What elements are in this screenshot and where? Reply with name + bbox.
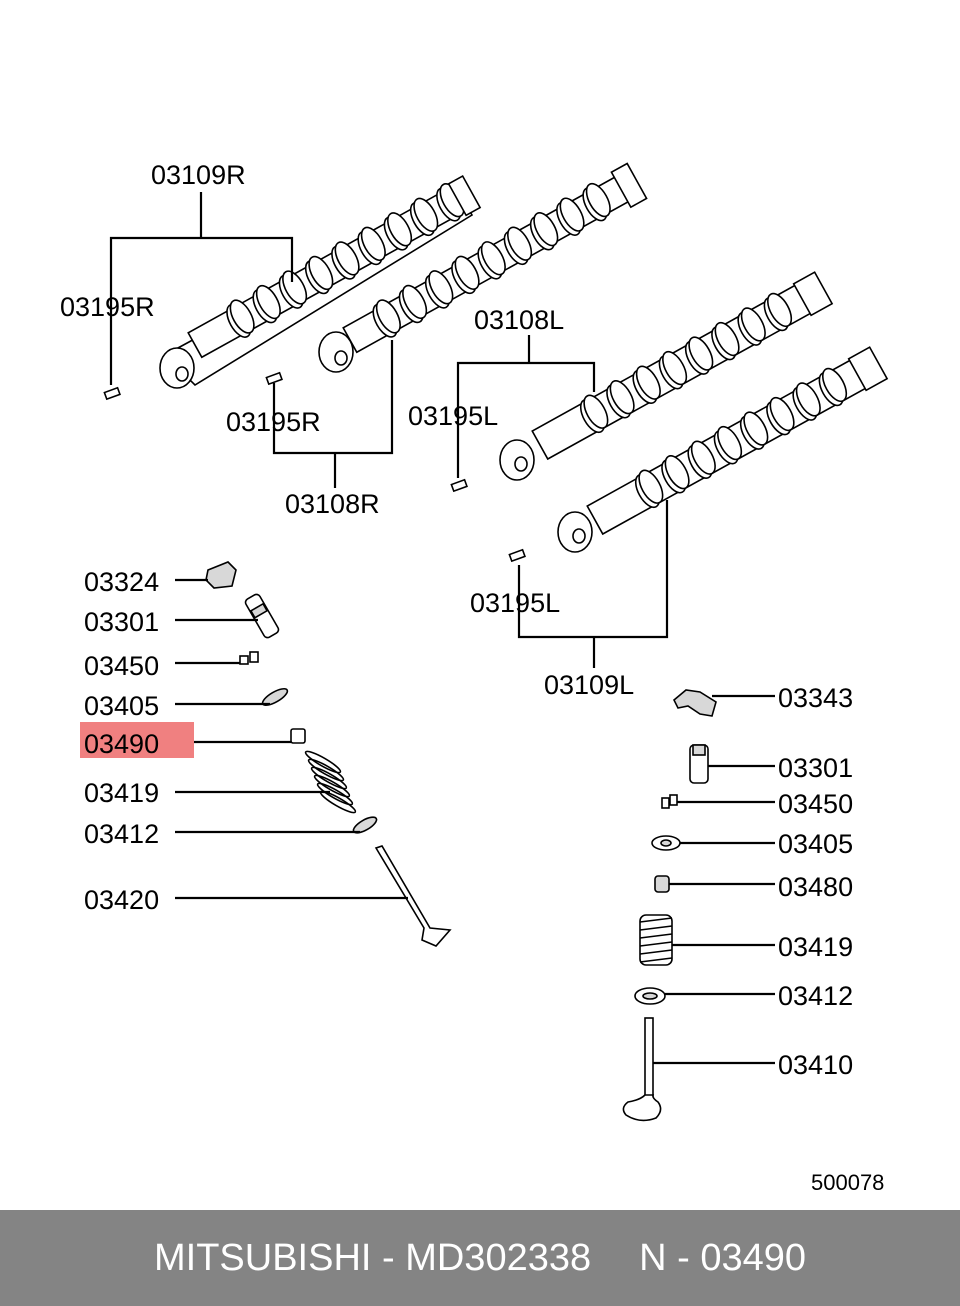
right-valve-parts — [622, 689, 717, 1122]
label-pin-r-left[interactable]: 03195R — [60, 292, 155, 322]
label-left-03412[interactable]: 03412 — [84, 819, 159, 849]
label-right-03450[interactable]: 03450 — [778, 789, 853, 819]
camshaft-03109R — [159, 174, 482, 389]
label-cam-l-top[interactable]: 03108L — [474, 305, 564, 335]
label-left-03490[interactable]: 03490 — [84, 729, 159, 759]
leaders-top — [109, 192, 669, 668]
label-pin-l-top[interactable]: 03195L — [408, 401, 498, 431]
pin-03195R-mid — [265, 371, 283, 386]
leaders-left — [175, 578, 408, 900]
label-left-03450[interactable]: 03450 — [84, 651, 159, 681]
label-left-03301[interactable]: 03301 — [84, 607, 159, 637]
parts-diagram: 03109R 03195R 03195R 03108R 03108L 03195… — [60, 160, 889, 1195]
diagram-number: 500078 — [811, 1170, 884, 1195]
label-cam-l-bottom[interactable]: 03109L — [544, 670, 634, 700]
leaders-right — [653, 694, 775, 1065]
footer-brand-part: MITSUBISHI - MD302338 — [153, 1236, 592, 1279]
camshaft-03108R — [318, 162, 648, 373]
footer-bar: MITSUBISHI - MD302338 N - 03490 — [0, 1210, 960, 1306]
label-left-03419[interactable]: 03419 — [84, 778, 159, 808]
label-right-03480[interactable]: 03480 — [778, 872, 853, 902]
label-left-03405[interactable]: 03405 — [84, 691, 159, 721]
pin-03195L-bottom — [508, 548, 526, 563]
label-cam-r-top[interactable]: 03109R — [151, 160, 246, 190]
label-pin-r-mid[interactable]: 03195R — [226, 407, 321, 437]
footer-ref: N - 03490 — [639, 1236, 807, 1279]
label-left-03420[interactable]: 03420 — [84, 885, 159, 915]
highlight-box — [80, 722, 194, 758]
label-right-03405[interactable]: 03405 — [778, 829, 853, 859]
label-right-03412[interactable]: 03412 — [778, 981, 853, 1011]
label-right-03410[interactable]: 03410 — [778, 1050, 853, 1080]
label-right-03419[interactable]: 03419 — [778, 932, 853, 962]
label-cam-r-bottom[interactable]: 03108R — [285, 489, 380, 519]
label-right-03301[interactable]: 03301 — [778, 753, 853, 783]
label-right-03343[interactable]: 03343 — [778, 683, 853, 713]
label-left-03324[interactable]: 03324 — [84, 567, 159, 597]
label-pin-l-bottom[interactable]: 03195L — [470, 588, 560, 618]
pin-03195L-top — [450, 478, 468, 493]
camshaft-03108L — [499, 271, 834, 481]
pin-03195R-left — [103, 386, 121, 401]
camshaft-03109L — [557, 346, 889, 553]
